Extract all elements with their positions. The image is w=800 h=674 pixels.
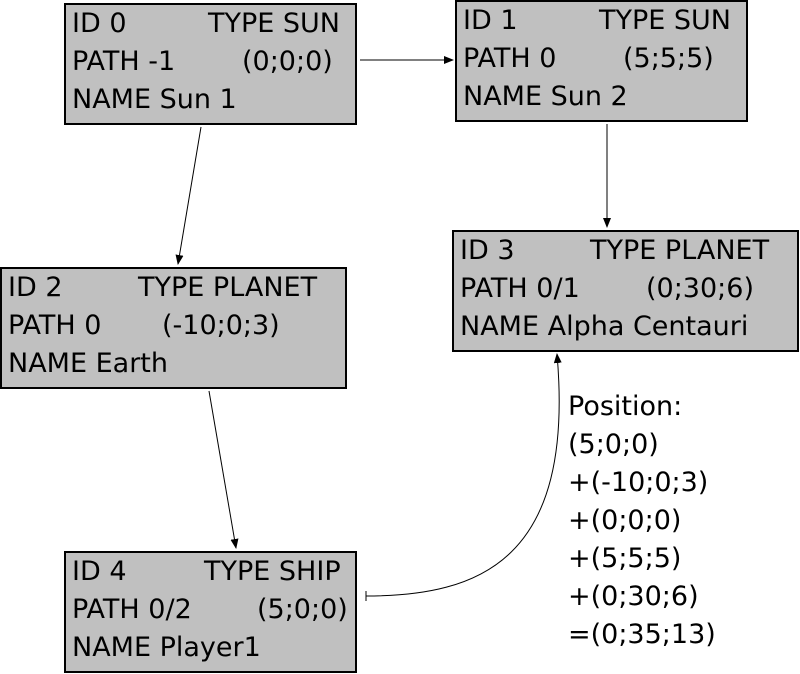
note-line: +(0;30;6) — [568, 581, 699, 612]
node-type: TYPE SUN — [599, 5, 732, 36]
node-position: (0;30;6) — [646, 273, 754, 304]
node-id: ID 2 — [8, 272, 63, 303]
node-path: PATH 0 — [8, 310, 102, 341]
node-alpha-centauri: ID 3 TYPE PLANET PATH 0/1 (0;30;6) NAME Al… — [452, 230, 799, 352]
position-calculation-note: Position: (5;0;0) +(-10;0;3) +(0;0;0) +(… — [568, 388, 716, 654]
node-name: NAME Sun 1 — [72, 84, 237, 115]
edge-player1-to-alpha-centauri — [365, 353, 562, 597]
node-type: TYPE PLANET — [590, 235, 770, 266]
note-line: Position: — [568, 391, 683, 422]
note-line: +(5;5;5) — [568, 543, 682, 574]
node-type: TYPE SHIP — [204, 556, 341, 587]
node-name: NAME Alpha Centauri — [460, 311, 749, 342]
node-id: ID 1 — [463, 5, 518, 36]
note-line: (5;0;0) — [568, 429, 659, 460]
node-position: (0;0;0) — [242, 46, 333, 77]
note-line: +(0;0;0) — [568, 505, 682, 536]
node-id: ID 4 — [72, 556, 127, 587]
node-path: PATH 0/1 — [460, 273, 580, 304]
node-path: PATH -1 — [72, 46, 176, 77]
node-path: PATH 0/2 — [72, 594, 192, 625]
node-earth: ID 2 TYPE PLANET PATH 0 (-10;0;3) NAME Ear… — [0, 267, 347, 389]
node-path: PATH 0 — [463, 43, 557, 74]
edge-sun1-to-earth — [175, 126, 202, 265]
node-player1: ID 4 TYPE SHIP PATH 0/2 (5;0;0) NAME Playe… — [64, 551, 357, 673]
node-name: NAME Player1 — [72, 632, 261, 663]
node-name: NAME Earth — [8, 348, 169, 379]
node-name: NAME Sun 2 — [463, 81, 628, 112]
note-line: +(-10;0;3) — [568, 467, 709, 498]
edge-earth-to-player1 — [208, 390, 239, 549]
node-type: TYPE SUN — [208, 8, 341, 39]
node-position: (5;0;0) — [257, 594, 348, 625]
node-sun-2: ID 1 TYPE SUN PATH 0 (5;5;5) NAME Sun 2 — [455, 0, 748, 122]
node-type: TYPE PLANET — [138, 272, 318, 303]
node-id: ID 3 — [460, 235, 515, 266]
node-position: (-10;0;3) — [162, 310, 280, 341]
node-position: (5;5;5) — [623, 43, 714, 74]
note-line: =(0;35;13) — [568, 619, 716, 650]
node-sun-1: ID 0 TYPE SUN PATH -1 (0;0;0) NAME Sun 1 — [64, 3, 357, 125]
node-id: ID 0 — [72, 8, 127, 39]
